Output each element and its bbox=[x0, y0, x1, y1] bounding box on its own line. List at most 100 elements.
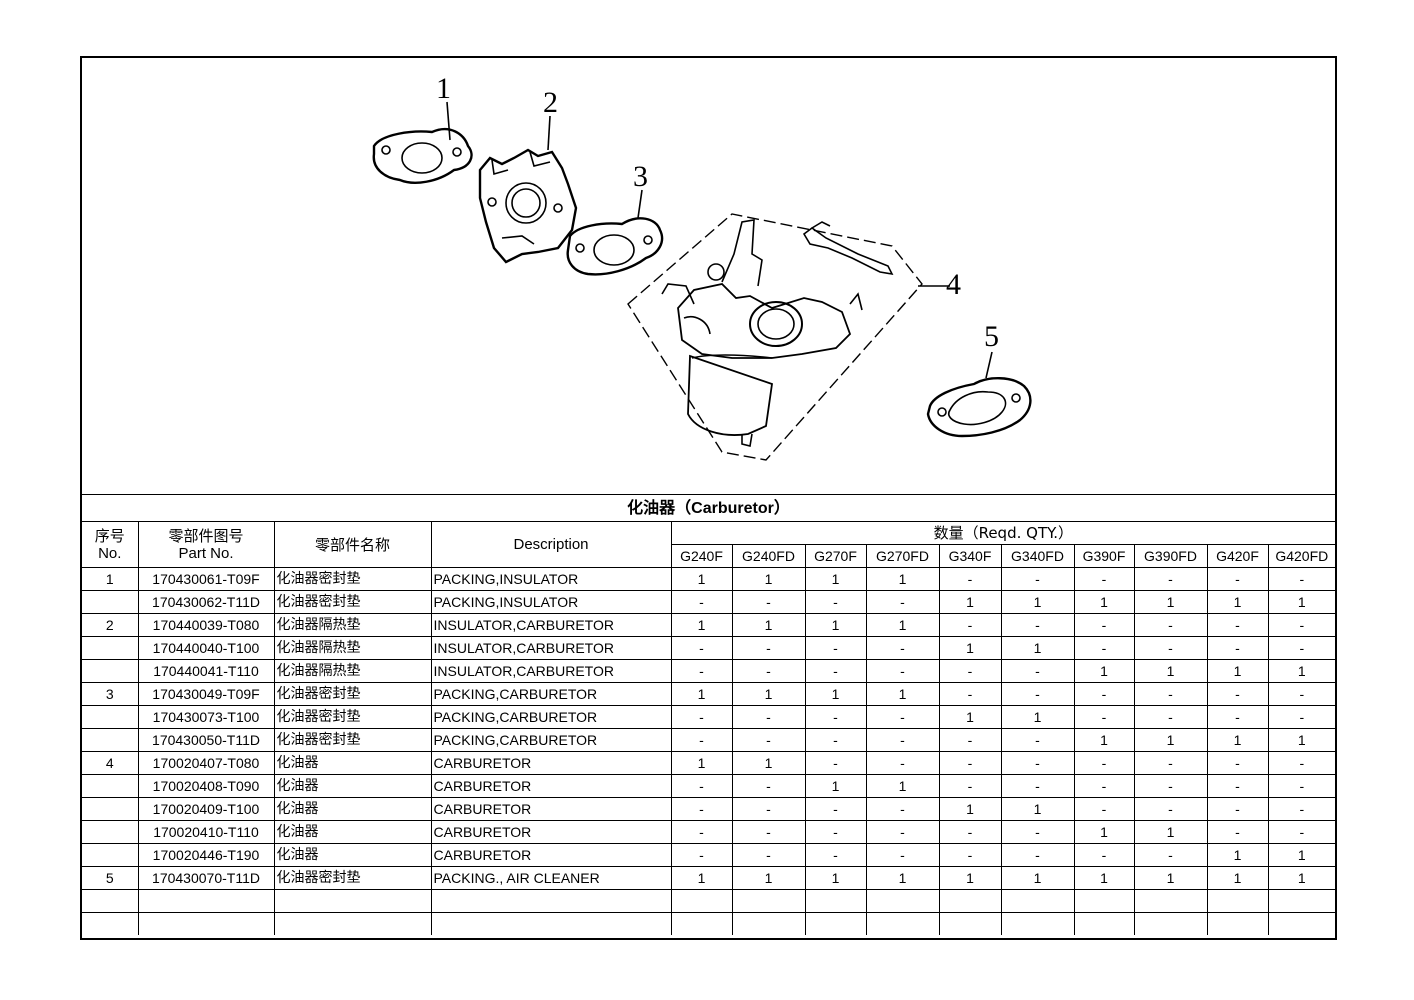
row-qty-g390f: 1 bbox=[1073, 866, 1135, 890]
row-qty-g390f: - bbox=[1073, 613, 1135, 637]
row-qty-g420f: - bbox=[1206, 820, 1269, 844]
row-qty-g270fd: 1 bbox=[865, 866, 940, 890]
row-no bbox=[82, 774, 139, 798]
row-qty-g270fd: - bbox=[865, 659, 940, 683]
part-4-carburetor-assembly bbox=[627, 213, 923, 461]
row-qty-g390f: - bbox=[1073, 751, 1135, 775]
row-part-no: 170430061-T09F bbox=[137, 567, 275, 591]
blank-cell bbox=[804, 889, 867, 913]
row-no bbox=[82, 728, 139, 752]
row-qty-g270fd: - bbox=[865, 590, 940, 614]
row-name-cn: 化油器密封垫 bbox=[273, 705, 432, 729]
row-part-no: 170020407-T080 bbox=[137, 751, 275, 775]
header-model-g340fd: G340FD bbox=[1000, 544, 1075, 568]
row-no: 3 bbox=[82, 682, 139, 706]
blank-cell bbox=[82, 912, 139, 935]
row-qty-g270fd: - bbox=[865, 751, 940, 775]
row-qty-g270fd: - bbox=[865, 705, 940, 729]
row-qty-g420fd: 1 bbox=[1267, 843, 1336, 867]
part-5-packing-air-cleaner bbox=[926, 377, 1032, 438]
row-part-no: 170020446-T190 bbox=[137, 843, 275, 867]
row-qty-g390fd: - bbox=[1133, 636, 1208, 660]
row-no bbox=[82, 797, 139, 821]
header-no-en: No. bbox=[98, 544, 122, 562]
row-qty-g340fd: - bbox=[1000, 751, 1075, 775]
row-qty-g390f: - bbox=[1073, 682, 1135, 706]
row-name-cn: 化油器 bbox=[273, 774, 432, 798]
row-qty-g340fd: - bbox=[1000, 820, 1075, 844]
row-qty-g240fd: 1 bbox=[731, 866, 806, 890]
row-qty-g340f: - bbox=[938, 843, 1002, 867]
blank-cell bbox=[1073, 912, 1135, 935]
row-part-no: 170440041-T110 bbox=[137, 659, 275, 683]
row-qty-g420f: - bbox=[1206, 797, 1269, 821]
table-row-blank bbox=[82, 889, 1336, 913]
header-model-g340f: G340F bbox=[938, 544, 1002, 568]
row-qty-g340fd: 1 bbox=[1000, 590, 1075, 614]
row-qty-g270f: - bbox=[804, 797, 867, 821]
row-qty-g390fd: 1 bbox=[1133, 590, 1208, 614]
row-part-no: 170020408-T090 bbox=[137, 774, 275, 798]
row-qty-g240fd: 1 bbox=[731, 567, 806, 591]
row-qty-g240fd: - bbox=[731, 636, 806, 660]
header-model-g420fd: G420FD bbox=[1267, 544, 1336, 568]
header-model-g420f: G420F bbox=[1206, 544, 1269, 568]
header-model-g240f: G240F bbox=[671, 544, 733, 568]
row-qty-g390f: - bbox=[1073, 774, 1135, 798]
row-description: CARBURETOR bbox=[430, 843, 672, 867]
row-qty-g340f: - bbox=[938, 728, 1002, 752]
row-qty-g270f: - bbox=[804, 820, 867, 844]
row-qty-g340f: - bbox=[938, 751, 1002, 775]
row-description: PACKING,CARBURETOR bbox=[430, 705, 672, 729]
row-qty-g340f: - bbox=[938, 613, 1002, 637]
row-qty-g390f: - bbox=[1073, 567, 1135, 591]
row-description: PACKING,CARBURETOR bbox=[430, 682, 672, 706]
row-qty-g420f: 1 bbox=[1206, 728, 1269, 752]
row-qty-g340fd: - bbox=[1000, 613, 1075, 637]
blank-cell bbox=[1000, 912, 1075, 935]
row-qty-g270fd: - bbox=[865, 797, 940, 821]
row-qty-g270fd: 1 bbox=[865, 774, 940, 798]
row-qty-g240f: - bbox=[670, 774, 733, 798]
row-description: CARBURETOR bbox=[430, 774, 672, 798]
row-qty-g270fd: 1 bbox=[865, 682, 940, 706]
row-qty-g340fd: - bbox=[1000, 843, 1075, 867]
blank-cell bbox=[1267, 889, 1336, 913]
row-no bbox=[82, 659, 139, 683]
row-name-cn: 化油器 bbox=[273, 797, 432, 821]
row-description: CARBURETOR bbox=[430, 751, 672, 775]
blank-cell bbox=[670, 889, 733, 913]
row-qty-g240fd: - bbox=[731, 590, 806, 614]
row-qty-g420f: - bbox=[1206, 705, 1269, 729]
row-qty-g420fd: - bbox=[1267, 613, 1336, 637]
row-qty-g420fd: - bbox=[1267, 636, 1336, 660]
row-name-cn: 化油器隔热垫 bbox=[273, 659, 432, 683]
row-no bbox=[82, 636, 139, 660]
row-qty-g270f: 1 bbox=[804, 774, 867, 798]
row-qty-g270f: - bbox=[804, 843, 867, 867]
row-description: INSULATOR,CARBURETOR bbox=[430, 613, 672, 637]
row-qty-g420fd: 1 bbox=[1267, 659, 1336, 683]
row-qty-g390fd: - bbox=[1133, 567, 1208, 591]
row-description: CARBURETOR bbox=[430, 820, 672, 844]
row-qty-g390f: 1 bbox=[1073, 820, 1135, 844]
row-qty-g390f: - bbox=[1073, 843, 1135, 867]
blank-cell bbox=[938, 889, 1002, 913]
row-no: 5 bbox=[82, 866, 139, 890]
row-no bbox=[82, 590, 139, 614]
row-qty-g340f: 1 bbox=[938, 590, 1002, 614]
row-qty-g390fd: 1 bbox=[1133, 820, 1208, 844]
carburetor-exploded-view bbox=[372, 101, 1032, 461]
header-no: 序号 No. bbox=[82, 522, 139, 568]
row-qty-g420f: - bbox=[1206, 636, 1269, 660]
row-part-no: 170430073-T100 bbox=[137, 705, 275, 729]
blank-cell bbox=[1133, 889, 1208, 913]
row-name-cn: 化油器隔热垫 bbox=[273, 636, 432, 660]
